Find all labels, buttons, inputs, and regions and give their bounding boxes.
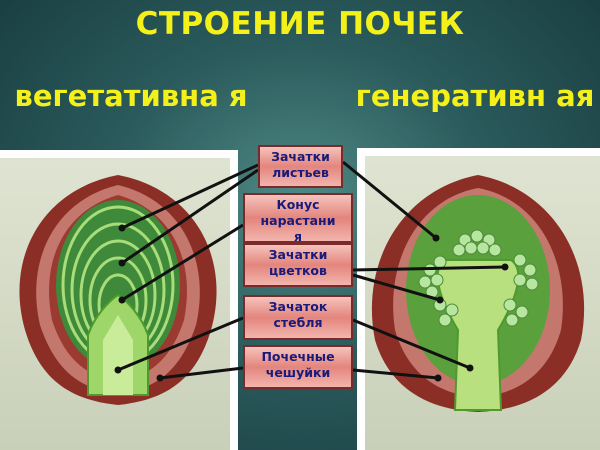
label-line: нарастани [260,213,336,228]
arrow [121,223,244,302]
label-line: цветков [269,263,327,278]
slide-title: СТРОЕНИЕ ПОЧЕК [135,6,465,42]
vegetative-heading: вегетативна я [14,79,248,113]
label-line: Зачаток [268,299,328,314]
arrow [121,163,259,230]
label-line: Зачатки [268,247,328,262]
arrow [342,160,437,240]
label-line: я [293,229,303,243]
label-line: листьев [272,165,329,180]
arrow [352,265,506,272]
label-line: стебля [273,315,323,330]
arrow [352,318,471,370]
arrow [352,273,441,302]
arrow [121,168,259,265]
arrow [352,368,439,380]
label-line: Почечные [261,349,335,364]
label-line: Конус [276,197,320,212]
pointer-arrows [117,160,506,380]
arrow [117,316,244,372]
generative-heading: генеративн ая [355,79,595,113]
label-line: Зачатки [271,149,330,164]
arrow [159,366,244,380]
label-line: чешуйки [265,365,331,380]
